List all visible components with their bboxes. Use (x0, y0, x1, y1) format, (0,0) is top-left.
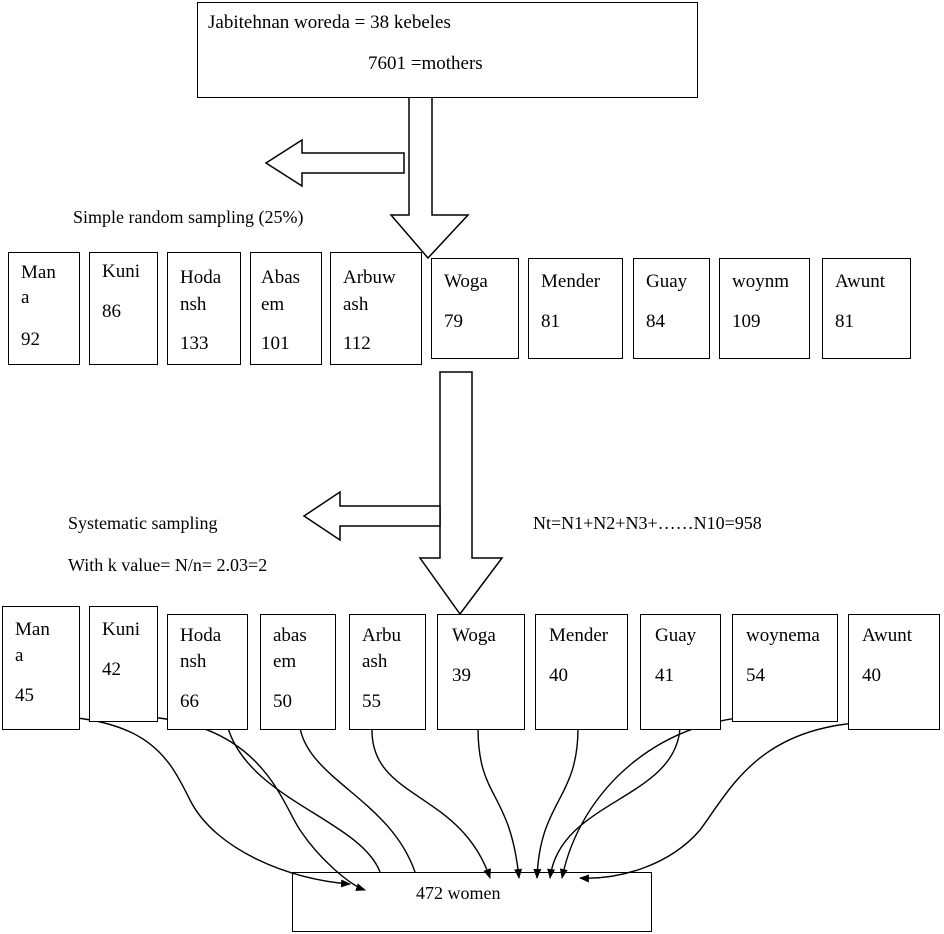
left-arrow-2-icon (302, 490, 441, 542)
kebele-count: 79 (444, 311, 463, 332)
kebele-box: woynm 109 (719, 258, 810, 359)
kebele-name: woynema (746, 625, 820, 646)
kebele-name-cont: em (261, 294, 285, 315)
kebele-name-cont: em (273, 651, 297, 672)
kebele-name: Abas (261, 267, 301, 288)
kebele-name: Woga (444, 271, 488, 292)
kebele-box: Abas em 101 (250, 252, 322, 365)
total-formula-label: Nt=N1+N2+N3+……N10=958 (533, 513, 762, 533)
connector-mana (39, 715, 351, 888)
kebele-box: Arbuw ash 112 (330, 252, 422, 365)
kebele-box: Kuni 42 (89, 606, 158, 722)
kebele-count: 109 (732, 311, 761, 332)
kebele-name-cont: nsh (180, 651, 207, 672)
kebele-count: 92 (21, 329, 40, 350)
kebele-count: 84 (646, 311, 665, 332)
kebele-name: Guay (655, 625, 697, 646)
connector-mender (533, 727, 579, 879)
connector-arbuash (371, 727, 491, 879)
kebele-name-cont: a (15, 645, 24, 666)
kebele-count: 81 (835, 311, 854, 332)
kebele-name: Arbu (362, 625, 402, 646)
kebele-count: 55 (362, 691, 381, 712)
simple-random-sampling-label: Simple random sampling (25%) (73, 207, 304, 227)
kebele-name: Arbuw (343, 267, 396, 288)
kebele-box: abas em 50 (260, 614, 336, 730)
connector-woga (477, 727, 523, 879)
kebele-count: 40 (549, 665, 568, 686)
systematic-sampling-label: Systematic sampling (68, 513, 218, 533)
kebele-count: 45 (15, 685, 34, 706)
mothers-label: 7601 =mothers (368, 53, 483, 74)
kebele-count: 86 (102, 301, 121, 322)
kebele-name-cont: ash (362, 651, 388, 672)
kebele-box: Hoda nsh 66 (167, 614, 248, 730)
kebele-name: Man (21, 262, 56, 283)
kebele-count: 54 (746, 665, 765, 686)
kebele-count: 40 (862, 665, 881, 686)
kebele-name: woynm (732, 271, 789, 292)
kebele-box: Awunt 40 (848, 614, 940, 730)
kebele-count: 41 (655, 665, 674, 686)
down-arrow-1-icon (389, 96, 470, 260)
woreda-label: Jabitehnan woreda = 38 kebeles (208, 12, 451, 33)
kebele-box: Woga 79 (431, 258, 519, 359)
kebele-box: Kuni 86 (89, 252, 158, 365)
kebele-count: 112 (343, 333, 371, 354)
connector-woynema (559, 715, 769, 879)
kebele-box: Awunt 81 (822, 258, 911, 359)
connector-abasem (299, 727, 416, 873)
kebele-name: Mender (549, 625, 609, 646)
kebele-box: Mender 81 (528, 258, 623, 359)
kebele-count: 66 (180, 691, 199, 712)
kebele-name: Hoda (180, 267, 222, 288)
connector-guay (547, 727, 681, 879)
kebele-count: 133 (180, 333, 209, 354)
kebele-name: Man (15, 619, 50, 640)
kebele-box: Arbu ash 55 (349, 614, 426, 730)
down-arrow-2-icon (418, 371, 504, 616)
kebele-name: Awunt (862, 625, 912, 646)
woreda-box: Jabitehnan woreda = 38 kebeles 7601 =mot… (197, 2, 698, 98)
kebele-name: Woga (452, 625, 496, 646)
final-sample-label: 472 women (416, 883, 501, 903)
kebele-count: 101 (261, 333, 290, 354)
kebele-name-cont: ash (343, 294, 369, 315)
kebele-name: Kuni (102, 261, 140, 282)
kebele-name: Awunt (835, 271, 885, 292)
kebele-name: Kuni (102, 619, 140, 640)
k-value-label: With k value= N/n= 2.03=2 (68, 555, 268, 575)
connector-hodansh (227, 727, 381, 873)
kebele-name: Guay (646, 271, 688, 292)
kebele-name: Hoda (180, 625, 222, 646)
kebele-name: abas (273, 625, 307, 646)
kebele-box: Man a 45 (2, 606, 80, 730)
kebele-box: Mender 40 (535, 614, 628, 730)
connector-awunt (579, 721, 881, 883)
kebele-name: Mender (541, 271, 601, 292)
kebele-count: 42 (102, 659, 121, 680)
kebele-box: Guay 84 (633, 258, 710, 359)
kebele-box: Man a 92 (8, 252, 80, 365)
final-sample-box: 472 women (292, 872, 652, 932)
kebele-count: 50 (273, 691, 292, 712)
kebele-name-cont: a (21, 287, 30, 308)
kebele-count: 39 (452, 665, 471, 686)
kebele-box: Woga 39 (437, 614, 525, 730)
connector-kuni (124, 715, 366, 891)
kebele-name-cont: nsh (180, 294, 207, 315)
kebele-box: Hoda nsh 133 (167, 252, 241, 365)
left-arrow-1-icon (264, 138, 405, 188)
kebele-box: woynema 54 (732, 614, 838, 722)
kebele-box: Guay 41 (640, 614, 721, 730)
kebele-count: 81 (541, 311, 560, 332)
